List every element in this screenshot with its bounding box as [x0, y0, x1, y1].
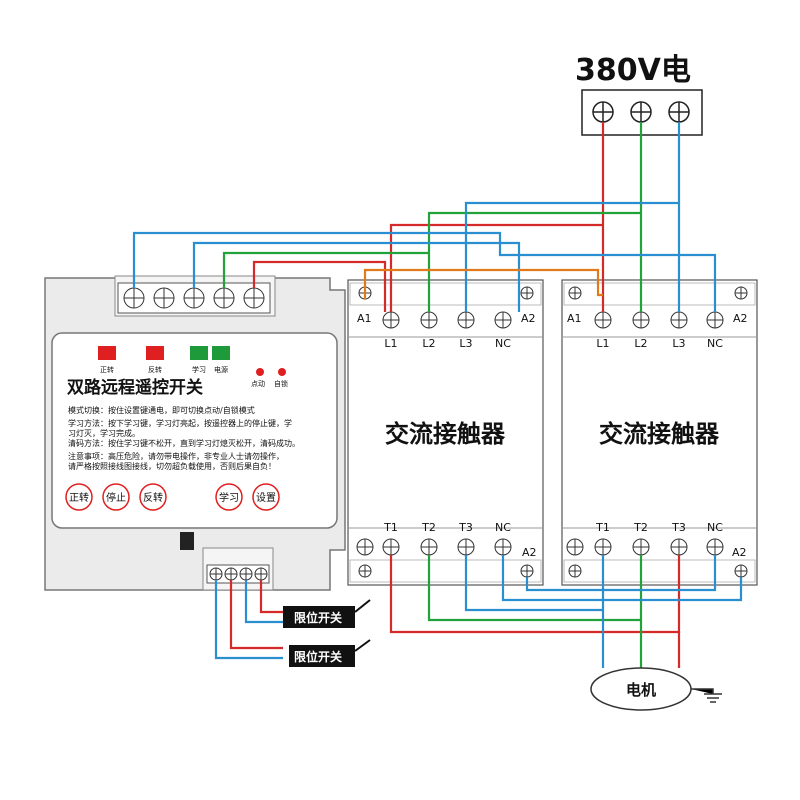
output-wire-nc — [501, 555, 743, 602]
contactor-1-name: 交流接触器 — [385, 420, 506, 448]
ground-icon — [691, 688, 722, 703]
output-wire-t2 — [427, 555, 643, 622]
reverse-button-label: 反转 — [143, 491, 163, 504]
learn-button-label: 学习 — [219, 491, 239, 504]
coil-wire-red — [252, 260, 387, 312]
inching-led-label: 点动 — [251, 379, 265, 388]
motor-label: 电机 — [626, 681, 656, 699]
limit-wire-3 — [244, 580, 283, 624]
contactor-1-terminals — [356, 286, 534, 578]
contactor-1-a1: A1 — [357, 312, 372, 325]
contactor-2-terminals — [566, 286, 748, 578]
contactor-1-t2: T2 — [421, 521, 436, 534]
contactor-2-a2-bottom: A2 — [732, 546, 747, 559]
tap-wire-l2 — [427, 211, 641, 312]
contactor-2-t1: T1 — [595, 521, 610, 534]
coil-wire-blue-2 — [192, 241, 521, 312]
contactor-2 — [561, 279, 758, 586]
contactor-1-l3: L3 — [459, 337, 472, 350]
note-line: 习灯灭，学习完成。 — [68, 428, 140, 438]
settings-button-label: 设置 — [256, 492, 276, 504]
settings-button[interactable]: 设置 — [252, 483, 280, 511]
forward-button[interactable]: 正转 — [65, 483, 93, 511]
forward-indicator — [98, 346, 116, 360]
contactor-2-l1: L1 — [596, 337, 609, 350]
forward-indicator-label: 正转 — [100, 365, 114, 374]
tap-wire-l1 — [389, 223, 603, 312]
coil-wire-orange — [363, 268, 603, 299]
contactor-1-a2-bottom: A2 — [522, 546, 537, 559]
limit-switch-2-label: 限位开关 — [294, 649, 342, 664]
output-wire-t1 — [389, 555, 681, 634]
contactor-2-nc-bottom: NC — [707, 521, 723, 534]
contactor-2-l2: L2 — [634, 337, 647, 350]
coil-wire-green — [222, 251, 429, 288]
contactor-1 — [347, 279, 544, 586]
contactor-1-l1: L1 — [384, 337, 397, 350]
contactor-2-l3: L3 — [672, 337, 685, 350]
contactor-2-a1: A1 — [567, 312, 582, 325]
limit-switch-1: 限位开关 — [283, 599, 371, 628]
controller-title: 双路远程遥控开关 — [67, 377, 203, 398]
limit-wire-4 — [259, 580, 283, 614]
contactor-2-t2: T2 — [633, 521, 648, 534]
supply-label: 380V电 — [575, 53, 691, 88]
wires — [132, 122, 743, 668]
interlock-wire — [525, 555, 717, 592]
limit-wire-1 — [214, 580, 283, 660]
note-line: 模式切换：按住设置键通电，即可切换点动/自锁模式 — [68, 405, 255, 415]
limit-switch-1-label: 限位开关 — [294, 610, 342, 625]
contactor-1-nc-top: NC — [495, 337, 511, 350]
learn-indicator — [190, 346, 208, 360]
contactor-2-name: 交流接触器 — [599, 420, 720, 448]
contactor-1-l2: L2 — [422, 337, 435, 350]
tap-wire-l3 — [464, 201, 679, 312]
contactor-1-t3: T3 — [458, 521, 473, 534]
power-indicator-label: 电源 — [214, 365, 228, 374]
reverse-indicator — [146, 346, 164, 360]
contactor-1-a2: A2 — [521, 312, 536, 325]
contactor-1-t1: T1 — [383, 521, 398, 534]
stop-button[interactable]: 停止 — [102, 483, 130, 511]
contactor-2-t3: T3 — [671, 521, 686, 534]
note-line: 学习方法：按下学习键，学习灯亮起，按遥控器上的停止键，学 — [68, 418, 292, 428]
note-line: 清码方法：按住学习键不松开，直到学习灯熄灭松开，清码成功。 — [68, 438, 300, 448]
contactor-2-nc-top: NC — [707, 337, 723, 350]
reverse-indicator-label: 反转 — [148, 365, 162, 374]
forward-button-label: 正转 — [69, 491, 89, 504]
limit-switch-2: 限位开关 — [289, 639, 371, 667]
reverse-button[interactable]: 反转 — [139, 483, 167, 511]
supply-terminals — [592, 101, 690, 123]
stop-button-label: 停止 — [106, 491, 126, 504]
note-line: 注意事项：高压危险，请勿带电操作，非专业人士请勿操作， — [68, 451, 284, 461]
output-wire-t3 — [464, 555, 605, 612]
learn-button[interactable]: 学习 — [215, 483, 243, 511]
contactor-1-nc-bottom: NC — [495, 521, 511, 534]
note-line: 请严格按照接线图接线，切勿超负载使用，否则后果自负！ — [68, 461, 276, 471]
self-lock-led — [278, 368, 286, 376]
contactor-2-a2: A2 — [733, 312, 748, 325]
learn-indicator-label: 学习 — [192, 365, 206, 374]
power-indicator — [212, 346, 230, 360]
limit-wire-2 — [229, 580, 283, 650]
inching-led — [256, 368, 264, 376]
self-lock-led-label: 自锁 — [274, 379, 288, 388]
